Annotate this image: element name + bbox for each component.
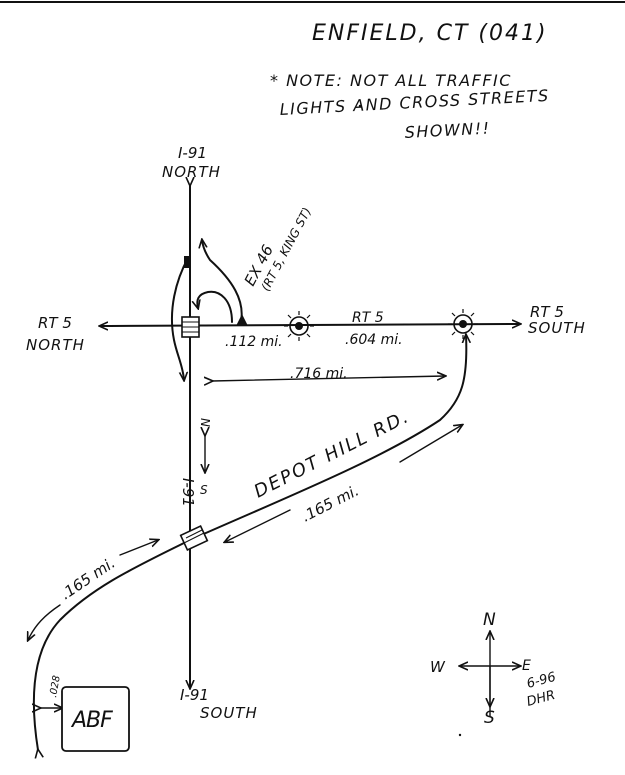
note-line-3: SHOWN!! xyxy=(404,119,491,142)
ramp-marker xyxy=(184,256,190,268)
i91-south-label-1: I-91 xyxy=(180,686,209,704)
rt5-south-label-2: SOUTH xyxy=(528,319,586,337)
i91-north-label-2: NORTH xyxy=(162,163,221,181)
exit-ramp-outer xyxy=(202,240,243,323)
compass-n: N xyxy=(483,610,496,630)
note-line-2: LIGHTS AND CROSS STREETS xyxy=(279,86,550,119)
traffic-light-2-icon xyxy=(448,309,478,339)
rt5-north-label-2: NORTH xyxy=(26,336,85,354)
compass-s: S xyxy=(484,708,495,728)
distance-165-left-arrow-up xyxy=(119,540,158,556)
distance-028: .028 xyxy=(48,675,63,699)
rt5-south-label-1: RT 5 xyxy=(530,303,564,321)
rt5-mid-label: RT 5 xyxy=(352,310,384,326)
signature-initials: DHR xyxy=(525,688,557,710)
speck xyxy=(358,104,362,108)
distance-165-lower-arrow xyxy=(225,509,291,542)
exit-triangle xyxy=(236,314,248,326)
compass-icon xyxy=(460,632,520,717)
rt5-north-label-1: RT 5 xyxy=(38,314,72,332)
distance-165-left-arrow-down xyxy=(28,604,61,640)
i91-north-label-1: I-91 xyxy=(178,144,207,162)
i91-south-label-2: SOUTH xyxy=(200,704,258,722)
i91-side-label: I-91 xyxy=(179,478,197,507)
distance-716: .716 mi. xyxy=(290,366,348,382)
compass-e: E xyxy=(522,658,531,674)
speck xyxy=(458,733,462,737)
depot-hill-label: DEPOT HILL RD. xyxy=(251,406,414,503)
signature-date: 6-96 xyxy=(525,670,557,692)
ns-indicator-s: S xyxy=(200,483,208,497)
note-line-1: * NOTE: NOT ALL TRAFFIC xyxy=(270,71,512,90)
destination-label: ABF xyxy=(70,708,113,733)
distance-604: .604 mi. xyxy=(345,332,403,348)
ns-indicator-n: N xyxy=(198,418,212,427)
map-title: ENFIELD, CT (041) xyxy=(312,21,548,46)
distance-112: .112 mi. xyxy=(225,334,283,350)
distance-165-upper-arrow xyxy=(399,425,462,463)
exit-ramp-inner xyxy=(197,290,233,323)
destination-box xyxy=(61,686,130,752)
compass-w: W xyxy=(430,658,446,676)
